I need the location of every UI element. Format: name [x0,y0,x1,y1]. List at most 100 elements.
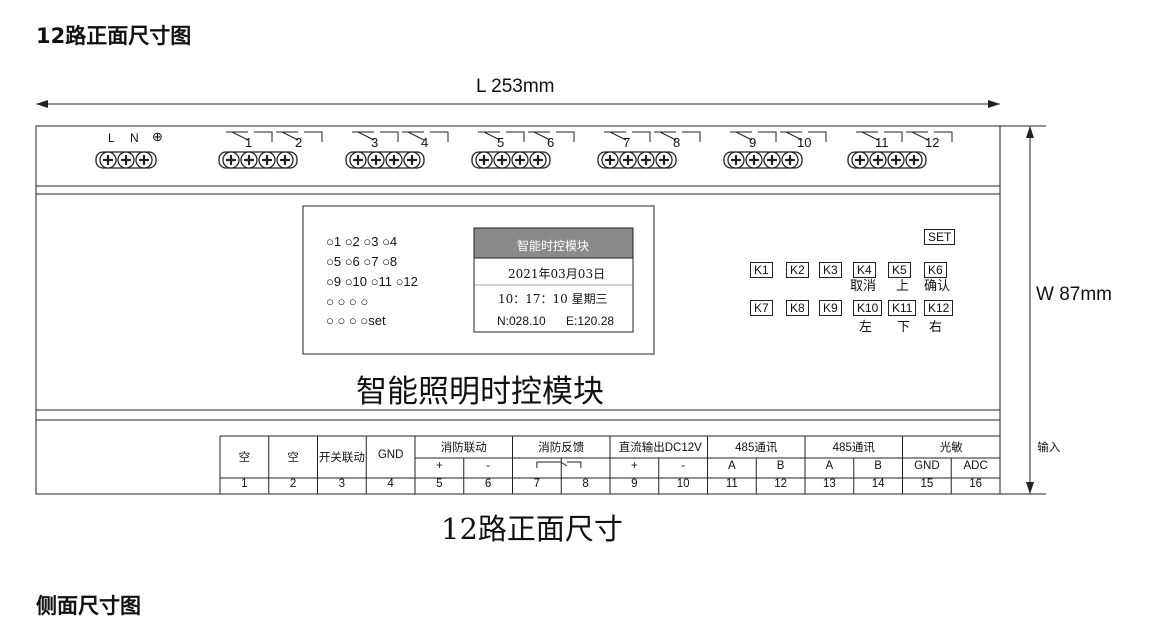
terminal-number: 4 [387,478,394,490]
power-label-l: L [108,131,115,145]
terminal-number: 11 [725,478,738,490]
key-label-down: 下 [897,320,911,335]
key-label-left: 左 [859,320,873,335]
relay-contact-icon [528,131,575,142]
terminal-sub-label: B [776,460,785,472]
terminal-sub-label: ADC [963,460,988,472]
key-button[interactable]: K1 [750,262,773,278]
terminal-number: 15 [920,478,934,490]
key-button[interactable]: K4 [853,262,876,278]
relay-contact-icon [856,131,903,142]
led-row-4: ○ ○ ○ ○ [326,294,369,309]
led-row-5: ○ ○ ○ ○set [326,313,386,328]
channel-number: 4 [421,135,429,150]
channel-number: 7 [623,135,631,150]
terminal-sub-label: GND [914,460,940,472]
terminal-group-label: 输入 [1037,442,1061,454]
terminal-number: 13 [822,478,836,490]
terminal-group-label: 开关联动 [318,452,365,464]
key-button[interactable]: K6 [924,262,947,278]
terminal-group-label: 空 [287,452,299,464]
relay-contact-icon [654,131,701,142]
length-dimension: L 253mm [476,76,555,97]
lcd-time: 10：17：10 星期三 [498,292,608,306]
channel-number: 10 [797,135,812,150]
terminal-group-label: GND [377,449,404,461]
terminal-number: 9 [631,478,638,490]
relay-contact-icon [478,131,525,142]
side-heading: 侧面尺寸图 [36,594,141,618]
relay-contact-icon [402,131,449,142]
relay-contact-icon [276,131,323,142]
lcd-coord-n: N:028.10 [497,314,546,328]
key-button[interactable]: K5 [888,262,911,278]
key-button[interactable]: K2 [786,262,809,278]
key-label-confirm: 确认 [924,279,951,294]
key-button[interactable]: K3 [819,262,842,278]
channel-number: 5 [497,135,505,150]
terminal-number: 1 [241,478,248,490]
led-row-3: ○9 ○10 ○11 ○12 [326,274,418,289]
terminal-number: 2 [289,478,297,490]
key-label-right: 右 [929,320,943,335]
key-button[interactable]: K9 [819,300,842,316]
terminal-group-label: 光敏 [939,442,963,454]
terminal-group-label: 直流输出DC12V [618,442,702,454]
led-row-1: ○1 ○2 ○3 ○4 [326,234,398,249]
channel-number: 2 [295,135,303,150]
terminal-group-label: 消防反馈 [538,442,585,454]
led-row-2: ○5 ○6 ○7 ○8 [326,254,398,269]
key-button[interactable]: K8 [786,300,809,316]
channel-number: 12 [925,135,940,150]
key-label-up: 上 [896,279,910,294]
front-heading: 12路正面尺寸图 [36,24,192,48]
terminal-number: 8 [582,478,589,490]
terminal-number: 6 [484,478,492,490]
channel-number: 11 [875,135,889,150]
channel-number: 8 [673,135,681,150]
terminal-group-label: 消防联动 [440,442,487,454]
width-dimension: W 87mm [1036,284,1112,305]
key-button[interactable]: K11 [888,300,917,316]
caption: 12路正面尺寸 [441,512,623,546]
terminal-sub-label: - [681,460,686,472]
terminal-sub-label: A [825,460,834,472]
key-label-cancel: 取消 [850,279,877,294]
channel-number: 6 [547,135,555,150]
terminal-number: 14 [871,478,885,490]
relay-contact-icon [226,131,273,142]
terminal-number: 10 [676,478,690,490]
terminal-number: 5 [436,478,443,490]
terminal-group-label: 空 [238,452,251,464]
channel-number: 3 [371,135,379,150]
relay-contact-icon [780,131,827,142]
set-key[interactable]: SET [924,229,956,245]
terminal-sub-label: - [486,460,491,472]
lcd-coord-e: E:120.28 [566,314,615,328]
terminal-number: 3 [338,478,346,490]
lcd-date: 2021年03月03日 [508,267,606,281]
terminal-group-label: 485通讯 [832,442,875,454]
terminal-number: 7 [533,478,541,490]
channel-number: 9 [749,135,757,150]
channel-number: 1 [245,135,253,150]
earth-icon: ⊕ [152,129,163,144]
lcd-title: 智能时控模块 [517,239,590,253]
key-button[interactable]: K7 [750,300,773,316]
key-button[interactable]: K10 [853,300,883,316]
relay-contact-icon [604,131,651,142]
relay-contact-icon [352,131,399,142]
terminal-sub-label: A [728,460,736,472]
terminal-group-label: 485通讯 [735,442,778,454]
terminal-sub-label: B [874,460,882,472]
module-title: 智能照明时控模块 [356,374,604,410]
terminal-number: 16 [969,478,983,490]
terminal-sub-label: + [436,460,443,472]
relay-contact-icon [906,131,953,142]
relay-contact-icon [730,131,777,142]
terminal-sub-label: + [631,460,638,472]
power-label-n: N [130,131,139,145]
key-button[interactable]: K12 [924,300,954,316]
terminal-number: 12 [774,478,788,490]
